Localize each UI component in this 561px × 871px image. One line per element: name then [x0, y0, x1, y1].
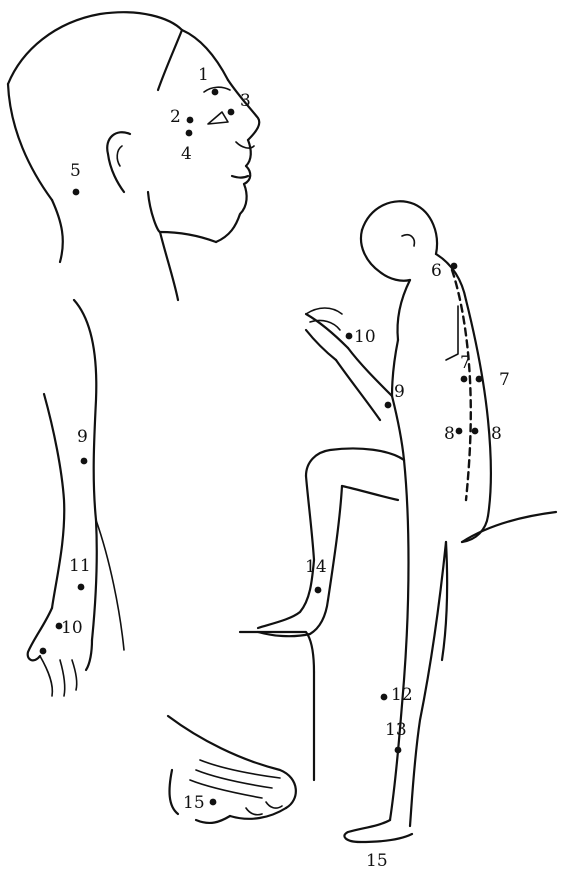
point-label-13: 13: [385, 720, 407, 740]
seated-figure: [240, 201, 556, 842]
point-label-9-seated: 9: [394, 382, 405, 402]
head-profile-figure: [8, 12, 296, 823]
point-label-9-arm: 9: [77, 427, 88, 447]
point-label-2: 2: [170, 107, 181, 127]
point-label-7-right: 7: [499, 370, 510, 390]
point-label-1: 1: [198, 65, 209, 85]
point-label-5: 5: [70, 161, 81, 181]
point-label-12: 12: [391, 685, 413, 705]
point-label-4: 4: [181, 144, 192, 164]
point-label-6: 6: [431, 261, 442, 281]
point-label-14: 14: [305, 557, 327, 577]
point-label-7-left: 7: [460, 353, 471, 373]
point-label-10-hand: 10: [61, 618, 83, 638]
acupoint-markers: [40, 89, 483, 806]
point-label-8-left: 8: [444, 424, 455, 444]
acupoint-labels: 1 2 3 4 5 6 7 7 8 8 9 9 10 10 11 12 13 1…: [61, 65, 510, 871]
point-label-10-seated: 10: [354, 327, 376, 347]
point-label-15-foot: 15: [183, 793, 205, 813]
point-label-3: 3: [240, 91, 251, 111]
point-label-15-standing: 15: [366, 851, 388, 871]
point-label-8-right: 8: [491, 424, 502, 444]
point-label-11: 11: [69, 556, 91, 576]
